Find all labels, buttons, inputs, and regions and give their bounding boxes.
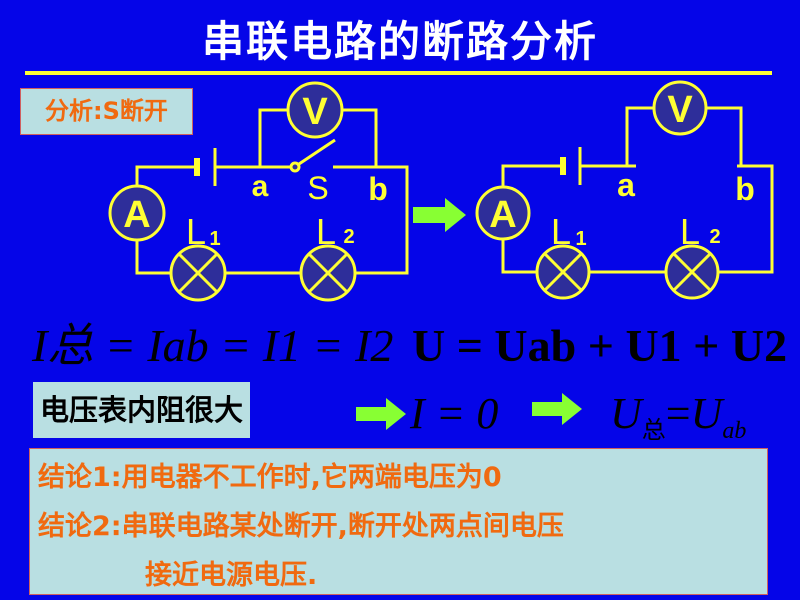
u-total: U xyxy=(610,389,642,438)
circuit-diagrams: A V a S b L 1 L 2 A V a b L 1 L 2 xyxy=(108,80,774,302)
arrow-icon xyxy=(413,198,466,232)
lamp2-label: L xyxy=(680,211,700,252)
lamp1-sub: 1 xyxy=(575,228,586,250)
lamp1-label: L xyxy=(551,211,571,252)
voltage-equation: U总=Uab xyxy=(610,388,746,445)
title-underline xyxy=(25,71,772,75)
conclusion-2: 结论2:串联电路某处断开,断开处两点间电压 xyxy=(38,511,564,542)
ammeter-label: A xyxy=(123,194,150,236)
sub-ab: ab xyxy=(722,417,747,444)
analysis-label: 分析:S断开 xyxy=(20,88,193,135)
u-ab: U xyxy=(690,389,723,438)
equals: = xyxy=(665,389,691,438)
lamp1-label: L xyxy=(186,211,206,252)
lamp2-sub: 2 xyxy=(343,226,354,248)
voltmeter-label: V xyxy=(667,89,693,131)
voltmeter-label: V xyxy=(302,91,328,133)
switch-pivot xyxy=(289,161,301,173)
arrow-icon xyxy=(532,393,582,425)
current-zero: I = 0 xyxy=(410,389,499,438)
voltmeter-icon xyxy=(652,80,708,136)
reason-box: 电压表内阻很大 xyxy=(33,382,250,438)
conclusion-box: 结论1:用电器不工作时,它两端电压为0 结论2:串联电路某处断开,断开处两点间电… xyxy=(29,448,768,595)
ammeter-label: A xyxy=(489,194,516,236)
point-b-label: b xyxy=(735,171,755,207)
sub-total: 总 xyxy=(641,417,666,444)
slide-title: 串联电路的断路分析 xyxy=(201,17,598,66)
point-b-label: b xyxy=(368,171,388,207)
ammeter-icon xyxy=(108,184,166,242)
ammeter-icon xyxy=(475,185,531,241)
conclusion-1: 结论1:用电器不工作时,它两端电压为0 xyxy=(38,462,502,493)
lamp2-sub: 2 xyxy=(709,226,720,248)
formula-layer-1: I总 = Iab = I1 = I2 xyxy=(32,320,394,371)
point-a-label: a xyxy=(617,167,635,203)
point-a-label: a xyxy=(252,170,269,203)
arrow-icon xyxy=(356,398,406,430)
formula-layer-2: U = Uab + U1 + U2 xyxy=(412,320,788,371)
lamp1-sub: 1 xyxy=(209,228,220,250)
voltmeter-icon xyxy=(286,81,344,139)
conclusion-2-cont: 接近电源电压. xyxy=(145,560,318,591)
switch-label: S xyxy=(307,170,328,206)
lamp2-label: L xyxy=(316,211,336,252)
